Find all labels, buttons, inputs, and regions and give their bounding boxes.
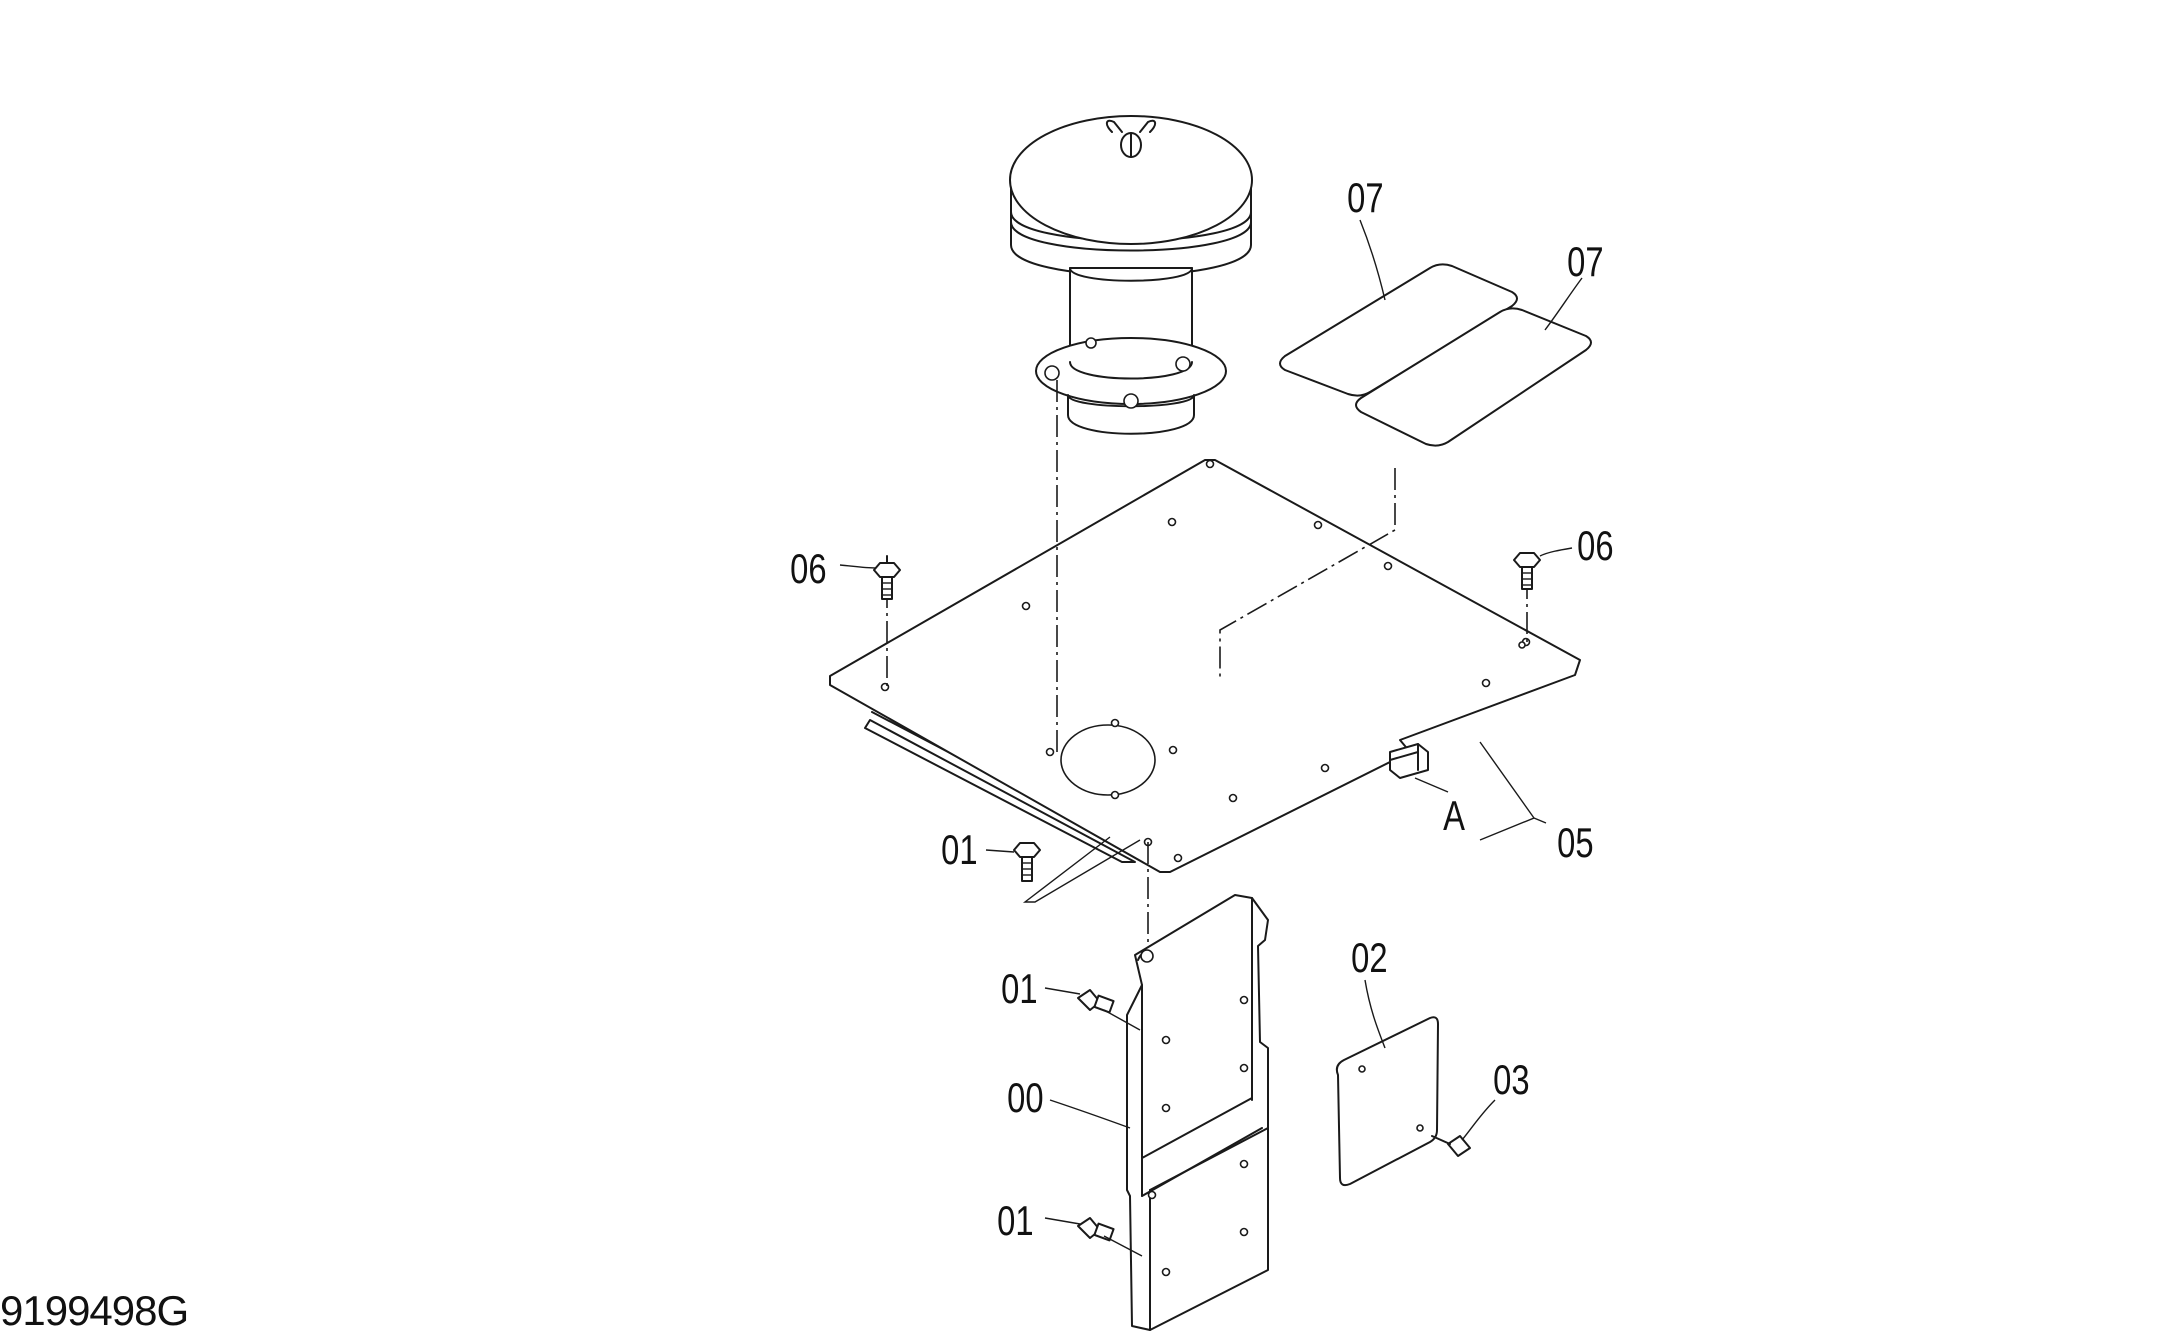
bolt-03 [1431, 1135, 1471, 1157]
drawing-number: 9199498G [0, 1287, 189, 1334]
callout-07-upper: 07 [1347, 174, 1383, 221]
bracket [1126, 894, 1269, 1331]
leader-lines [839, 219, 1583, 1257]
callout-03: 03 [1493, 1056, 1529, 1103]
callout-02: 02 [1351, 934, 1387, 981]
callout-06-right: 06 [1577, 522, 1613, 569]
air-cleaner-pipe [1035, 267, 1227, 435]
bolt-01-bottom [1077, 1217, 1115, 1242]
callout-06-left: 06 [790, 545, 826, 592]
bolt-06-left [873, 555, 901, 600]
callout-01-top: 01 [941, 826, 977, 873]
label-position-line [1219, 468, 1396, 680]
air-cleaner-cap [1009, 115, 1253, 276]
callout-00: 00 [1007, 1074, 1043, 1121]
callout-07-lower: 07 [1567, 238, 1603, 285]
label-plate-07-upper [1279, 263, 1518, 397]
bolt-01-middle [1077, 989, 1115, 1014]
bolt-01-top [1013, 842, 1041, 882]
callout-a: A [1443, 792, 1466, 839]
callout-05: 05 [1557, 819, 1593, 866]
bolt-06-right [1513, 552, 1541, 590]
callout-01-bottom: 01 [997, 1197, 1033, 1244]
callout-01-middle: 01 [1001, 965, 1037, 1012]
floor-plate [829, 459, 1581, 873]
label-plate-07-lower [1355, 307, 1592, 447]
cover-plate [1335, 1016, 1439, 1187]
